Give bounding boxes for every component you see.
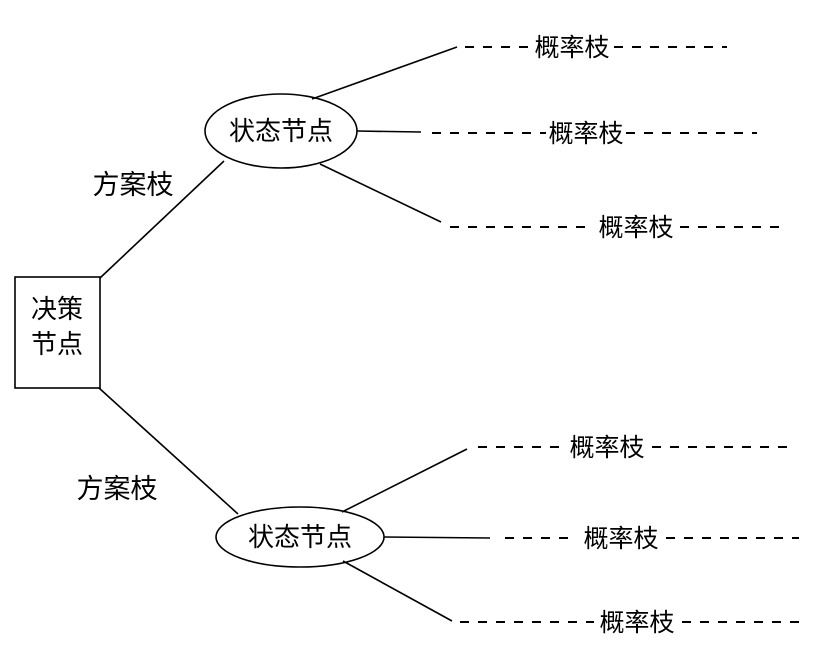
state-node-label-bottom: 状态节点 xyxy=(248,523,352,553)
probability-branch-line-1 xyxy=(311,46,458,100)
probability-branch-label-2: 概率枝 xyxy=(548,119,623,148)
probability-branch-label-5: 概率枝 xyxy=(583,524,658,553)
scheme-branch-line-top xyxy=(99,160,225,279)
state-node-label-top: 状态节点 xyxy=(229,117,333,147)
decision-node-label-line2: 节点 xyxy=(31,330,83,360)
probability-branch-line-2 xyxy=(356,130,422,133)
probability-branch-label-6: 概率枝 xyxy=(599,608,674,637)
scheme-branch-label-top: 方案枝 xyxy=(93,170,174,201)
decision-node-box xyxy=(14,276,101,389)
probability-branch-label-4: 概率枝 xyxy=(569,433,644,462)
probability-branch-label-1: 概率枝 xyxy=(534,33,609,62)
probability-branch-label-3: 概率枝 xyxy=(598,213,673,242)
probability-branch-line-5 xyxy=(383,536,491,539)
probability-branch-line-4 xyxy=(341,448,468,513)
decision-node-label-line1: 决策 xyxy=(31,295,83,325)
scheme-branch-line-bottom xyxy=(98,387,239,515)
probability-branch-line-6 xyxy=(342,560,453,622)
probability-branch-line-3 xyxy=(319,163,442,223)
scheme-branch-label-bottom: 方案枝 xyxy=(77,474,158,505)
